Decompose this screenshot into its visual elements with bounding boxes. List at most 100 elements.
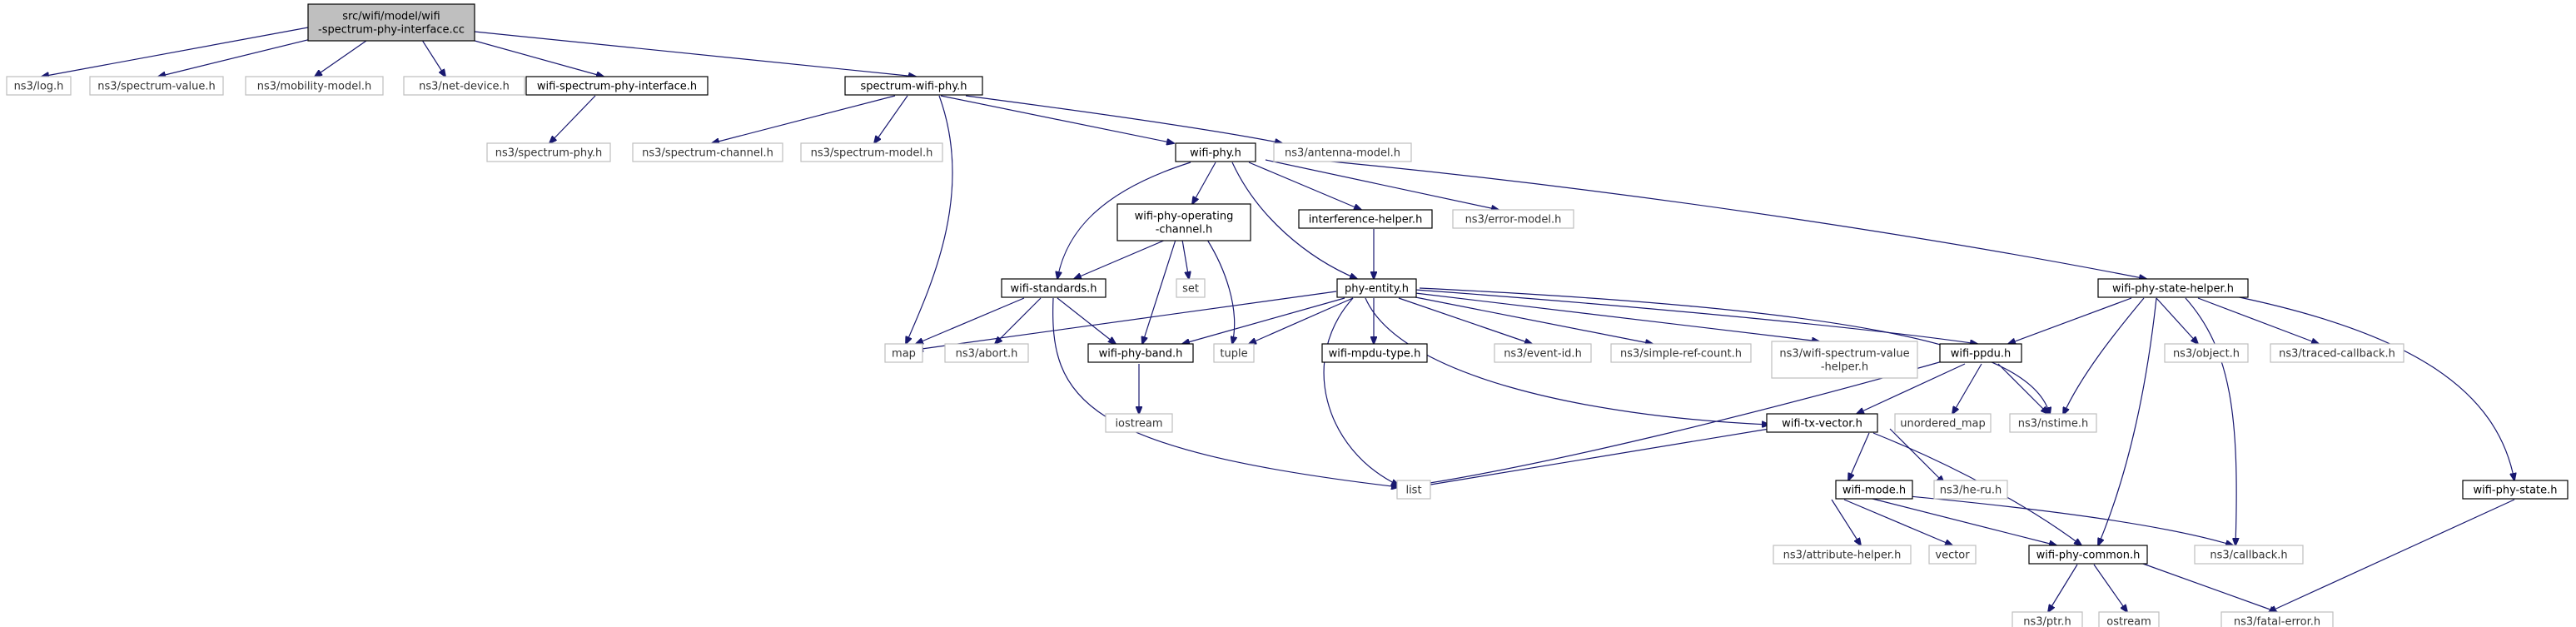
node-label: ns3/wifi-spectrum-value [1779, 348, 1909, 361]
edge-txv-list [1415, 428, 1770, 487]
edge-sh-object [2156, 297, 2198, 344]
node-wifi-spectrum-phy-interface[interactable]: wifi-spectrum-phy-interface.h [525, 76, 709, 96]
edge-wm-attribute-helper [1831, 499, 1861, 545]
edge-ws-list [1052, 297, 1399, 487]
node-box [486, 142, 611, 162]
edge-wp-state-helper [1277, 156, 2146, 279]
node-box [1396, 480, 1431, 500]
edge-root-spectrum-wifi-phy [474, 31, 916, 77]
edge-wm-wifi-phy-common [1868, 497, 2056, 545]
node-label: ns3/fatal-error.h [2234, 616, 2320, 627]
node-box [89, 76, 224, 96]
node-box [1771, 341, 1918, 379]
node-box [2097, 278, 2249, 298]
edge-wp-error-model [1265, 159, 1499, 210]
node-wifi-mpdu-type[interactable]: wifi-mpdu-type.h [1321, 343, 1428, 363]
edge-oc-wifi-standards [1074, 239, 1166, 279]
edge-ws-map [916, 297, 1025, 344]
node-wifi-phy-band[interactable]: wifi-phy-band.h [1087, 343, 1194, 363]
node-attribute-helper: ns3/attribute-helper.h [1773, 545, 1912, 565]
node-label: wifi-phy-operating [1135, 211, 1234, 223]
node-spectrum-value: ns3/spectrum-value.h [89, 76, 224, 96]
node-wifi-standards[interactable]: wifi-standards.h [1001, 278, 1106, 298]
node-box [1933, 480, 2008, 500]
node-phy-entity[interactable]: phy-entity.h [1336, 278, 1417, 298]
edge-root-mobility-model [315, 34, 375, 77]
node-spectrum-wifi-phy[interactable]: spectrum-wifi-phy.h [844, 76, 983, 96]
node-label: -helper.h [1821, 361, 1868, 374]
node-wifi-phy[interactable]: wifi-phy.h [1175, 142, 1256, 162]
node-label: spectrum-wifi-phy.h [860, 81, 967, 93]
node-box [884, 343, 923, 363]
node-label: wifi-phy-common.h [2036, 550, 2141, 562]
node-box [1213, 343, 1255, 363]
edge-txv-he-ru [1889, 428, 1944, 483]
node-box [1766, 413, 1878, 433]
node-box [1928, 545, 1977, 565]
node-interference-helper[interactable]: interference-helper.h [1298, 209, 1433, 229]
node-nstime: ns3/nstime.h [2009, 413, 2097, 433]
node-label: ns3/nstime.h [2018, 418, 2088, 430]
node-box [307, 3, 475, 42]
node-label: wifi-tx-vector.h [1782, 418, 1862, 430]
edge-wp-operating-channel [1192, 162, 1216, 204]
node-label: ns3/abort.h [956, 348, 1018, 361]
node-ptr: ns3/ptr.h [2012, 611, 2083, 627]
node-box [1939, 343, 2022, 363]
node-label: ns3/net-device.h [419, 81, 510, 93]
node-spectrum-model: ns3/spectrum-model.h [800, 142, 943, 162]
edge-oc-set [1181, 239, 1189, 279]
node-wifi-ppdu[interactable]: wifi-ppdu.h [1939, 343, 2022, 363]
edge-wm-vector [1843, 499, 1952, 545]
node-fatal-error: ns3/fatal-error.h [2220, 611, 2334, 627]
node-vector: vector [1928, 545, 1977, 565]
edge-wp-phy-entity [1231, 162, 1357, 279]
node-label: ns3/error-model.h [1465, 214, 1562, 226]
node-wifi-phy-common[interactable]: wifi-phy-common.h [2028, 545, 2148, 565]
edge-pe-wifi-tx-vector [1365, 297, 1769, 425]
node-traced-callback: ns3/traced-callback.h [2270, 343, 2404, 363]
edge-swp-wifi-phy [940, 95, 1174, 143]
node-wifi-phy-state[interactable]: wifi-phy-state.h [2462, 480, 2569, 500]
edge-root-wifi-spectrum-phy-interface [453, 34, 604, 77]
node-tuple: tuple [1213, 343, 1255, 363]
node-box [1105, 413, 1173, 433]
edge-pe-event-id [1398, 297, 1532, 344]
node-label: ns3/spectrum-value.h [97, 81, 215, 93]
node-box [1336, 278, 1417, 298]
node-simple-ref-count: ns3/simple-ref-count.h [1610, 343, 1752, 363]
edge-oc-wifi-phy-band [1142, 239, 1176, 344]
edge-pe-wifi-spectrum-value-helper [1415, 292, 1819, 341]
edge-wm-callback [1872, 492, 2233, 545]
node-label: wifi-phy.h [1190, 147, 1241, 160]
node-root[interactable]: src/wifi/model/wifi-spectrum-phy-interfa… [307, 3, 475, 42]
node-label: wifi-spectrum-phy-interface.h [537, 81, 697, 93]
node-box [1175, 142, 1256, 162]
edge-root-net-device [420, 37, 445, 77]
edge-ppdu-wifi-tx-vector [1857, 363, 1966, 414]
node-label: ns3/event-id.h [1504, 348, 1582, 361]
node-wifi-mode[interactable]: wifi-mode.h [1835, 480, 1913, 500]
node-label: ns3/callback.h [2210, 550, 2287, 562]
node-wifi-phy-operating-channel[interactable]: wifi-phy-operating-channel.h [1116, 203, 1251, 241]
node-box [2462, 480, 2569, 500]
node-label: ns3/attribute-helper.h [1783, 550, 1902, 562]
node-set: set [1176, 278, 1206, 298]
node-box [6, 76, 72, 96]
node-box [1610, 343, 1752, 363]
node-label: ostream [2106, 616, 2151, 627]
node-label: tuple [1220, 348, 1247, 361]
node-label: wifi-phy-state.h [2473, 485, 2557, 497]
dependency-edges [42, 27, 2514, 612]
node-mobility-model: ns3/mobility-model.h [245, 76, 384, 96]
node-label: wifi-standards.h [1011, 283, 1097, 296]
node-wifi-tx-vector[interactable]: wifi-tx-vector.h [1766, 413, 1878, 433]
node-wifi-phy-state-helper[interactable]: wifi-phy-state-helper.h [2097, 278, 2249, 298]
node-box [800, 142, 943, 162]
node-box [1321, 343, 1428, 363]
node-box [632, 142, 783, 162]
edge-wspi-spectrum-phy [550, 95, 596, 143]
node-net-device: ns3/net-device.h [403, 76, 525, 96]
node-box [2194, 545, 2304, 565]
edge-ppdu-unordered-map [1952, 363, 1982, 414]
